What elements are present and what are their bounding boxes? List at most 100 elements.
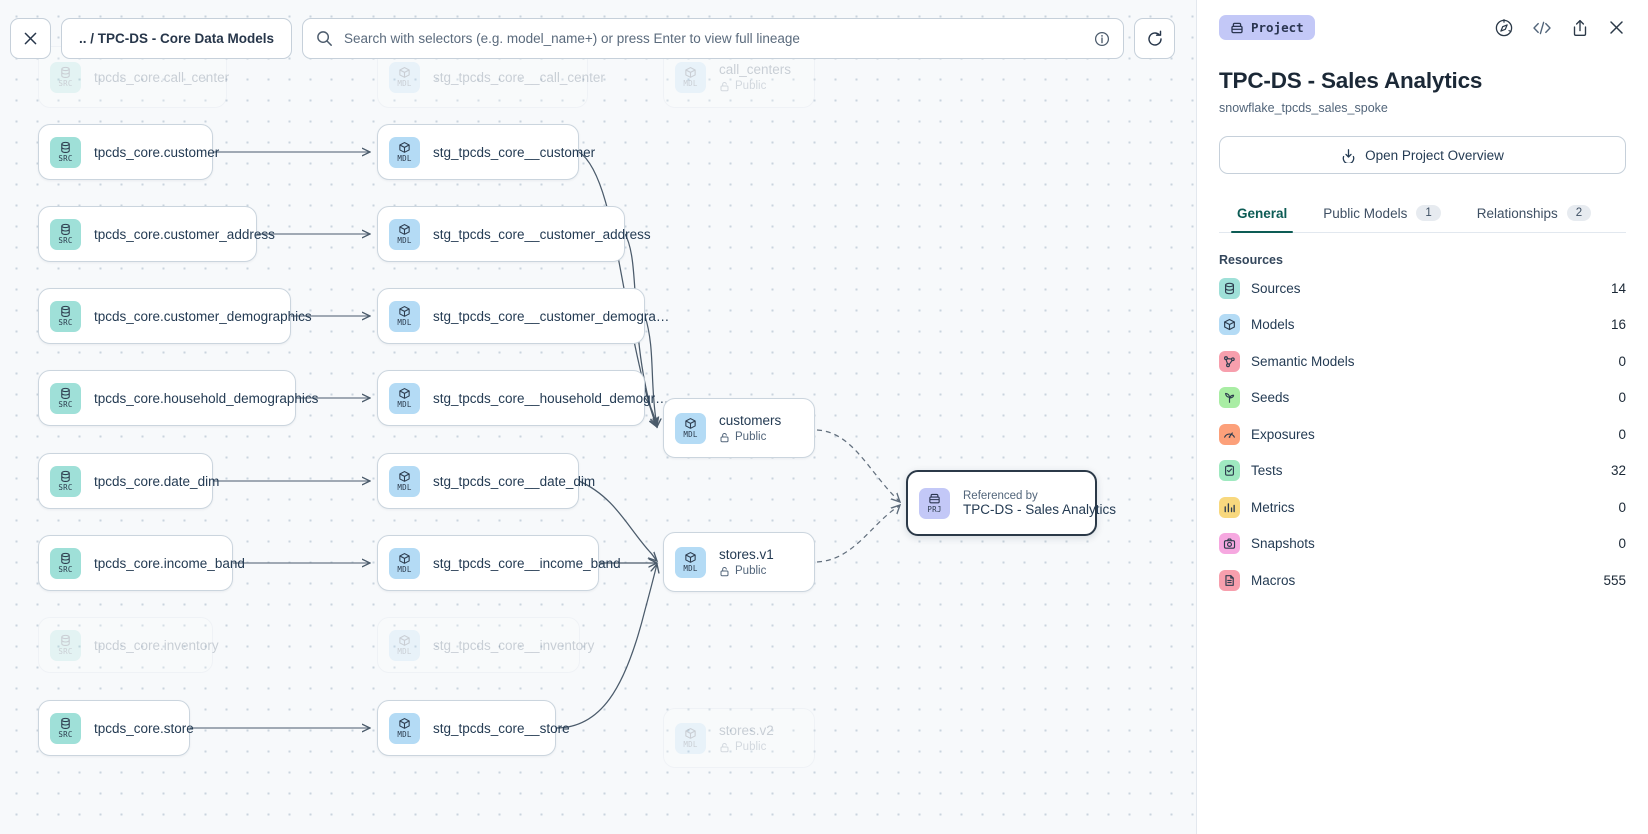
resource-row-semantic-models[interactable]: Semantic Models 0: [1219, 346, 1626, 377]
info-circle-icon[interactable]: [1094, 31, 1110, 47]
search-box[interactable]: [302, 18, 1125, 59]
lineage-node-mdl_customer[interactable]: MDL stg_tpcds_core__customer: [377, 124, 595, 180]
resource-name: Seeds: [1251, 390, 1290, 406]
mdl-node-icon: MDL: [389, 547, 420, 579]
resource-name: Semantic Models: [1251, 353, 1355, 369]
resource-name: Sources: [1251, 280, 1301, 296]
bar-chart-icon: [1219, 496, 1240, 518]
resource-count: 0: [1618, 353, 1626, 369]
mdl-node-icon: MDL: [675, 546, 706, 578]
node-label: customers: [719, 413, 782, 428]
src-node-icon: SRC: [50, 300, 81, 332]
node-label: tpcds_core.store: [94, 720, 194, 736]
resource-count: 555: [1603, 572, 1626, 588]
resource-name: Metrics: [1251, 499, 1295, 515]
compass-icon[interactable]: [1494, 18, 1514, 38]
node-label: stg_tpcds_core__household_demogr…: [433, 390, 669, 406]
node-label: stores.v2: [719, 723, 774, 738]
node-visibility-label: Public: [735, 80, 767, 92]
close-icon: [24, 32, 37, 45]
project-identifier: snowflake_tpcds_sales_spoke: [1219, 101, 1388, 115]
resource-row-seeds[interactable]: Seeds 0: [1219, 383, 1626, 414]
mdl-node-icon: MDL: [389, 382, 420, 414]
node-label: stg_tpcds_core__customer: [433, 144, 596, 160]
project-badge: Project: [1219, 15, 1315, 40]
resource-count: 32: [1610, 463, 1626, 479]
lineage-node-mdl_store[interactable]: MDL stg_tpcds_core__store: [377, 700, 570, 756]
tab-general[interactable]: General: [1219, 196, 1305, 233]
mdl-node-icon: MDL: [389, 136, 420, 168]
search-icon: [317, 31, 332, 46]
share-icon[interactable]: [1570, 18, 1590, 38]
clipboard-check-icon: [1219, 460, 1240, 482]
lineage-node-src_store[interactable]: SRC tpcds_core.store: [38, 700, 194, 756]
mdl-node-icon: MDL: [389, 218, 420, 250]
node-label: tpcds_core.customer_address: [94, 226, 275, 242]
mdl-node-icon: MDL: [675, 722, 706, 754]
src-node-icon: SRC: [50, 218, 81, 250]
mdl-node-icon: MDL: [389, 61, 420, 93]
resource-count: 16: [1610, 317, 1626, 333]
node-label: tpcds_core.call_center: [94, 69, 230, 85]
lineage-node-mdl_hh_demo[interactable]: MDL stg_tpcds_core__household_demogr…: [377, 370, 669, 426]
code-icon[interactable]: [1531, 18, 1553, 38]
tab-label: General: [1237, 205, 1288, 221]
resource-name: Tests: [1251, 463, 1283, 479]
mdl-node-icon: MDL: [389, 712, 420, 744]
lineage-node-mdl_income_band[interactable]: MDL stg_tpcds_core__income_band: [377, 535, 621, 591]
graph-icon: [1219, 350, 1240, 372]
download-overview-icon: [1342, 148, 1355, 163]
refresh-icon: [1147, 30, 1162, 46]
src-node-icon: SRC: [50, 712, 81, 744]
resource-name: Snapshots: [1251, 536, 1315, 552]
breadcrumb[interactable]: .. / TPC-DS - Core Data Models: [61, 18, 293, 59]
search-input[interactable]: [344, 31, 1084, 46]
lineage-node-src_cust_addr[interactable]: SRC tpcds_core.customer_address: [38, 206, 275, 262]
node-label: tpcds_core.income_band: [94, 555, 245, 571]
unlock-icon: [720, 742, 729, 752]
resource-count: 0: [1618, 390, 1626, 406]
node-label: stg_tpcds_core__call_center: [433, 69, 605, 85]
close-panel-icon[interactable]: [1607, 18, 1626, 37]
resource-count: 14: [1610, 280, 1626, 296]
mdl-node-icon: MDL: [675, 61, 706, 93]
file-icon: [1219, 569, 1240, 591]
node-pretitle: Referenced by: [963, 489, 1038, 502]
database-icon: [1219, 277, 1240, 299]
gauge-icon: [1219, 423, 1240, 445]
mdl-node-icon: MDL: [389, 465, 420, 497]
node-label: stg_tpcds_core__store: [433, 720, 570, 736]
node-visibility-label: Public: [735, 431, 767, 443]
close-lineage-button[interactable]: [10, 18, 51, 59]
src-node-icon: SRC: [50, 136, 81, 168]
refresh-button[interactable]: [1134, 18, 1176, 59]
src-node-icon: SRC: [50, 629, 81, 661]
open-project-overview-button[interactable]: Open Project Overview: [1219, 136, 1626, 174]
node-label: stg_tpcds_core__income_band: [433, 555, 621, 571]
resource-row-sources[interactable]: Sources 14: [1219, 273, 1626, 304]
resource-row-tests[interactable]: Tests 32: [1219, 456, 1626, 487]
